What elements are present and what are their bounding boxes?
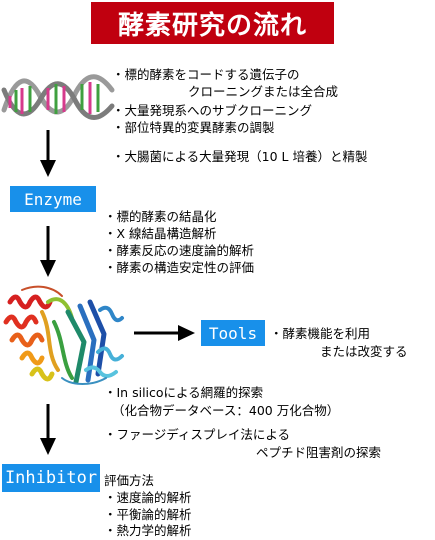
expression-purification-item: ・大腸菌による大量発現（10 L 培養）と精製: [112, 149, 368, 164]
equilibrium-analysis-item: ・平衡論的解析: [104, 507, 192, 522]
evaluation-method-heading: 評価方法: [104, 473, 155, 488]
tools-desc-line1: ・酵素機能を利用: [270, 326, 371, 341]
protein-structure-image: [3, 285, 124, 385]
subcloning-item: ・大量発現系へのサブクローニング: [112, 103, 313, 118]
dna-helix-image: [1, 74, 115, 120]
inhibitor-label: Inhibitor: [2, 464, 100, 492]
xray-analysis-item: ・X 線結晶構造解析: [104, 226, 217, 241]
thermodynamic-analysis-item: ・熱力学的解析: [104, 523, 192, 538]
tools-label: Tools: [201, 320, 265, 346]
down-arrow-2: [40, 226, 56, 277]
page-title: 酵素研究の流れ: [91, 2, 334, 44]
kinetic-analysis-item: ・速度論的解析: [104, 490, 192, 505]
stability-evaluation-item: ・酵素の構造安定性の評価: [104, 260, 255, 275]
mutant-enzyme-item: ・部位特異的変異酵素の調製: [112, 120, 275, 135]
down-arrow-1: [40, 130, 56, 177]
phage-display-item-cont: ペプチド阻害剤の探索: [256, 445, 382, 460]
crystallization-item: ・標的酵素の結晶化: [104, 209, 217, 224]
tools-desc-line2: または改変する: [320, 344, 408, 359]
right-arrow: [134, 325, 195, 341]
compound-database-note: （化合物データベース：400 万化合物）: [112, 403, 340, 418]
insilico-screening-item: ・In silicoによる網羅的探索: [104, 385, 264, 400]
kinetics-analysis-item: ・酵素反応の速度論的解析: [104, 243, 255, 258]
down-arrow-3: [40, 404, 56, 455]
gene-cloning-item: ・標的酵素をコードする遺伝子の: [112, 67, 300, 82]
enzyme-label: Enzyme: [10, 186, 96, 212]
gene-cloning-item-cont: クローニングまたは全合成: [188, 84, 339, 99]
phage-display-item: ・ファージディスプレイ法による: [104, 427, 291, 442]
